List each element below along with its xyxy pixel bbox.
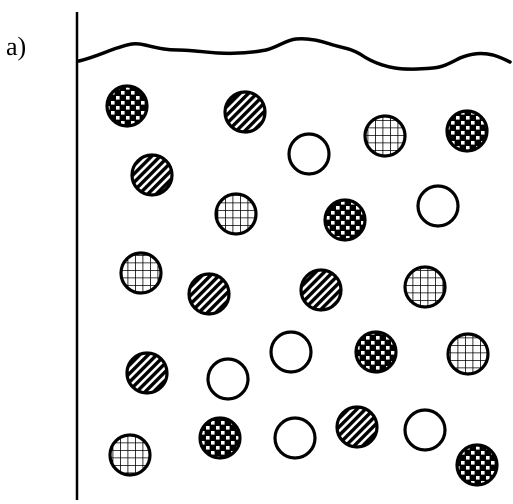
- gridded-particle: [403, 265, 447, 309]
- checkered-particle: [105, 84, 149, 128]
- striped-particle: [130, 153, 174, 197]
- checkered-particle: [198, 416, 242, 460]
- particle-group: [105, 84, 499, 487]
- striped-particle: [335, 405, 379, 449]
- panel-label: a): [6, 32, 27, 61]
- striped-particle: [125, 351, 169, 395]
- plain-particle: [269, 330, 313, 374]
- gridded-particle: [119, 251, 163, 295]
- checkered-particle: [455, 443, 499, 487]
- striped-particle: [223, 90, 267, 134]
- gridded-particle: [214, 192, 258, 236]
- striped-particle: [187, 272, 231, 316]
- checkered-particle: [445, 109, 489, 153]
- checkered-particle: [354, 330, 398, 374]
- gridded-particle: [446, 332, 490, 376]
- plain-particle: [206, 357, 250, 401]
- gridded-particle: [108, 433, 152, 477]
- plain-particle: [403, 408, 447, 452]
- plain-particle: [273, 416, 317, 460]
- gridded-particle: [363, 114, 407, 158]
- plain-particle: [416, 184, 460, 228]
- checkered-particle: [323, 198, 367, 242]
- striped-particle: [299, 268, 343, 312]
- plain-particle: [287, 132, 331, 176]
- liquid-surface: [77, 37, 512, 71]
